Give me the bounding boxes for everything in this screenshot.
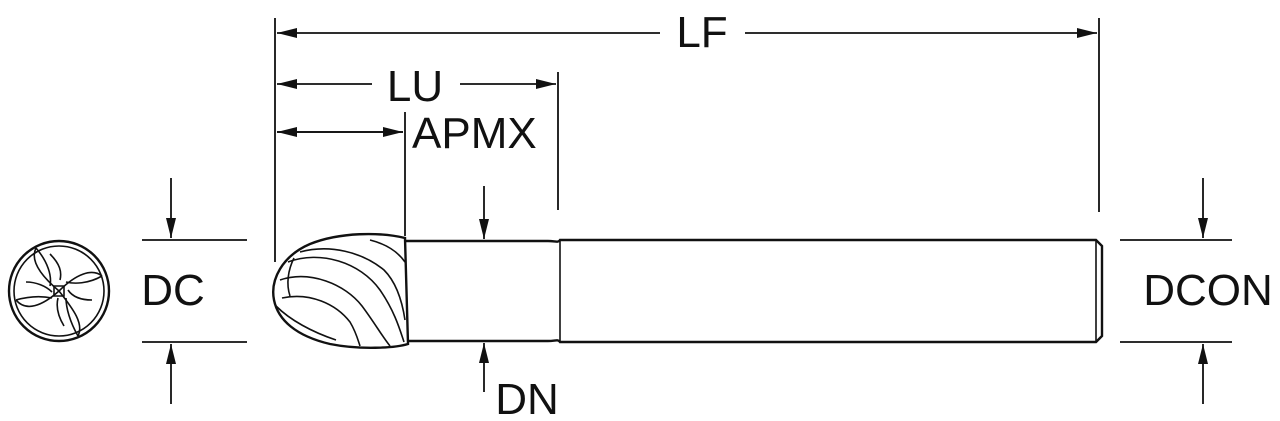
lf-dimension: LF xyxy=(277,8,1097,57)
dn-dimension: DN xyxy=(479,186,559,421)
apmx-label: APMX xyxy=(412,109,537,158)
lf-label: LF xyxy=(676,8,727,57)
dc-label: DC xyxy=(141,266,205,315)
lu-dimension: LU xyxy=(277,62,556,111)
apmx-dimension: APMX xyxy=(277,109,537,158)
lu-label: LU xyxy=(387,62,443,111)
dc-dimension: DC xyxy=(141,178,205,404)
dn-label: DN xyxy=(495,375,559,421)
end-view xyxy=(7,239,111,343)
dcon-label: DCON xyxy=(1143,266,1273,315)
extension-lines xyxy=(142,18,1232,343)
tool-body xyxy=(272,232,1104,349)
dcon-dimension: DCON xyxy=(1143,178,1273,404)
